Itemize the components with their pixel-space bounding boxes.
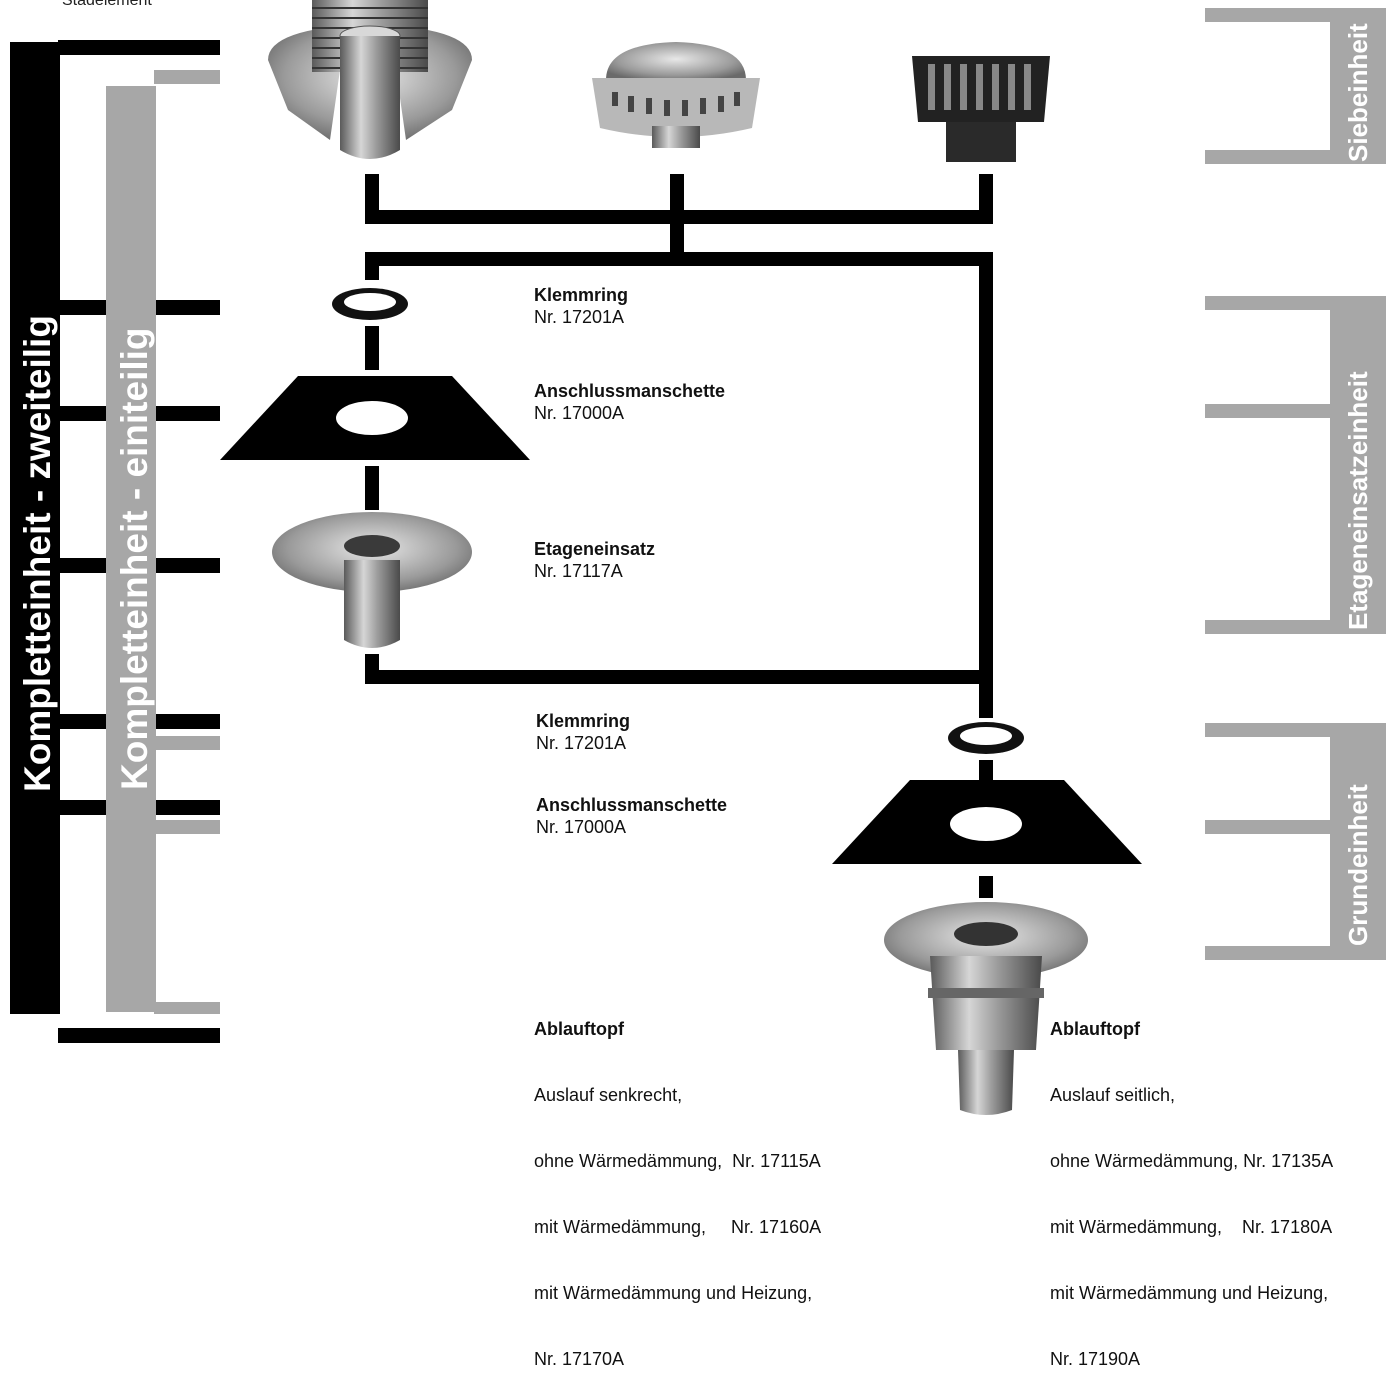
label-kompletteinheit-einteilig: Kompletteinheit - einiteilig: [114, 327, 155, 790]
part-etageneinsatz: Etageneinsatz Nr. 17117A: [534, 538, 655, 582]
part-line: Nr. 17170A: [534, 1349, 625, 1369]
part-line: ohne Wärmedämmung, Nr. 17135A: [1050, 1151, 1334, 1171]
part-number: Nr. 17201A: [534, 307, 625, 327]
square-grate-image: [912, 56, 1050, 162]
right-bracket-siebeinheit: [1205, 8, 1386, 164]
label-etageneinsatzeinheit: Etageneinsatzeinheit: [1343, 371, 1373, 630]
anschlussmanschette-upper-image: [220, 376, 530, 460]
etageneinsatz-image: [272, 512, 472, 648]
part-klemmring-lower: Klemmring Nr. 17201A: [536, 710, 630, 754]
ablauftopf-image: [884, 902, 1088, 1115]
part-line: mit Wärmedämmung, Nr. 17180A: [1050, 1217, 1333, 1237]
stadelement-caption: Stadelement: [62, 0, 152, 9]
part-ablauftopf-senkrecht: Ablauftopf Auslauf senkrecht, ohne Wärme…: [534, 974, 821, 1392]
label-grundeinheit: Grundeinheit: [1343, 784, 1373, 946]
part-title: Ablauftopf: [534, 1019, 624, 1039]
part-number: Nr. 17117A: [534, 561, 623, 581]
part-number: Nr. 17000A: [534, 403, 625, 423]
part-line: mit Wärmedämmung und Heizung,: [534, 1283, 813, 1303]
part-title: Ablauftopf: [1050, 1019, 1140, 1039]
part-line: ohne Wärmedämmung, Nr. 17115A: [534, 1151, 821, 1171]
connection-lines: [365, 174, 993, 898]
part-line: Nr. 17190A: [1050, 1349, 1141, 1369]
part-title: Etageneinsatz: [534, 539, 656, 559]
anschlussmanschette-lower-image: [832, 780, 1142, 864]
stadelement-image: [268, 0, 472, 159]
part-line: mit Wärmedämmung und Heizung,: [1050, 1283, 1329, 1303]
part-ablauftopf-seitlich: Ablauftopf Auslauf seitlich, ohne Wärmed…: [1050, 974, 1333, 1392]
left-black-bracket: [10, 40, 220, 1043]
dome-grate-image: [592, 42, 760, 148]
part-line: Auslauf senkrecht,: [534, 1085, 683, 1105]
part-line: Auslauf seitlich,: [1050, 1085, 1176, 1105]
part-anschlussmanschette-upper: Anschlussmanschette Nr. 17000A: [534, 380, 725, 424]
part-number: Nr. 17000A: [536, 817, 627, 837]
part-title: Klemmring: [534, 285, 629, 305]
klemmring-lower-image: [948, 722, 1024, 754]
part-title: Anschlussmanschette: [536, 795, 728, 815]
part-title: Klemmring: [536, 711, 631, 731]
drainage-system-diagram: [10, 0, 1386, 1115]
part-number: Nr. 17201A: [536, 733, 627, 753]
part-klemmring-upper: Klemmring Nr. 17201A: [534, 284, 628, 328]
label-siebeinheit: Siebeinheit: [1343, 23, 1373, 162]
label-kompletteinheit-zweiteilig: Kompletteinheit - zweiteilig: [17, 315, 58, 792]
part-line: mit Wärmedämmung, Nr. 17160A: [534, 1217, 822, 1237]
part-anschlussmanschette-lower: Anschlussmanschette Nr. 17000A: [536, 794, 727, 838]
klemmring-upper-image: [332, 288, 408, 320]
part-title: Anschlussmanschette: [534, 381, 726, 401]
right-bracket-grundeinheit: [1205, 723, 1386, 960]
left-grey-bracket: [106, 70, 220, 1014]
right-bracket-etageneinsatzeinheit: [1205, 296, 1386, 634]
